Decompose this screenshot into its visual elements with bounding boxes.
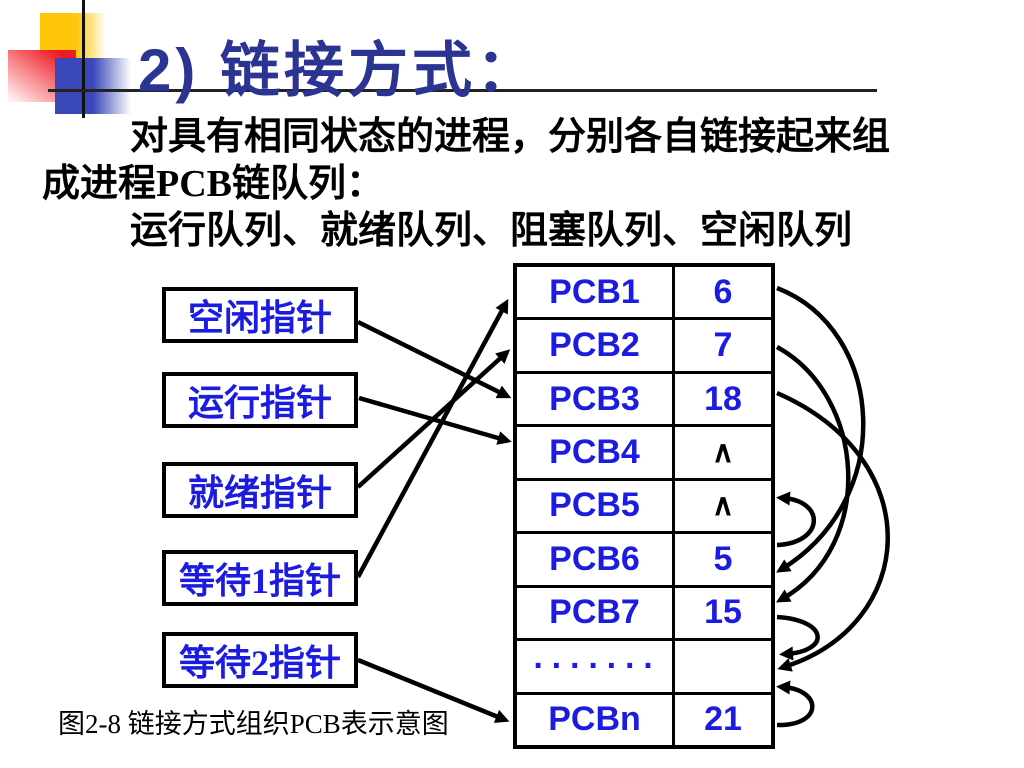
link-pcb2-to-pcb7 <box>775 345 851 603</box>
page-title: 2) 链接方式： <box>138 37 541 104</box>
title-underline <box>48 89 877 92</box>
arrow-ready-to-pcb2 <box>356 349 511 489</box>
pointer-box-label: 等待1指针 <box>178 561 341 601</box>
pcb-name-cell: PCB3 <box>517 373 675 425</box>
pcb-name-cell: PCB7 <box>517 587 675 639</box>
pcb-name-cell: PCB2 <box>517 320 675 371</box>
pcb-link-cell: ∧ <box>712 489 734 523</box>
link-pcb3-to-dots <box>776 390 890 672</box>
pointer-box-label: 空闲指针 <box>187 298 332 338</box>
pointer-box: 运行指针 <box>162 372 358 428</box>
pcb-link-cell: ∧ <box>712 436 734 470</box>
pcb-name-cell: PCB5 <box>517 480 675 532</box>
pcb-link-cell: 5 <box>713 539 733 578</box>
pcb-link-cell: 18 <box>704 379 742 418</box>
pointer-box: 等待1指针 <box>162 550 358 606</box>
table-row: PCB5 ∧ <box>517 477 771 532</box>
arrow-running-to-pcb4 <box>358 395 512 445</box>
pcb-name-cell: ······· <box>517 641 675 692</box>
pointer-box: 等待2指针 <box>162 632 358 688</box>
table-row: PCB1 6 <box>517 267 771 318</box>
pointer-box-label: 就绪指针 <box>187 473 332 513</box>
pointer-box: 空闲指针 <box>162 287 358 343</box>
table-row: PCB3 18 <box>517 370 771 425</box>
pointer-box-label: 运行指针 <box>187 383 332 423</box>
link-pcb1-to-pcb6 <box>776 285 866 573</box>
table-row: ······· <box>517 638 771 692</box>
pcb-link-cell: 15 <box>704 593 742 632</box>
table-row: PCB7 15 <box>517 584 771 639</box>
table-row: PCB2 7 <box>517 317 771 371</box>
link-pcb6-to-pcb5 <box>776 491 816 548</box>
pcb-link-cell: 21 <box>704 700 742 739</box>
pcb-name-cell: PCB1 <box>517 267 675 318</box>
paragraph-line-1: 对具有相同状态的进程，分别各自链接起来组 <box>130 116 891 158</box>
figure-caption: 图2-8 链接方式组织PCB表示意图 <box>58 709 449 739</box>
pcb-name-cell: PCBn <box>517 694 675 745</box>
pointer-box-label: 等待2指针 <box>178 643 341 683</box>
pcb-link-cell: 7 <box>713 326 733 365</box>
ornament-blue-square <box>55 58 131 114</box>
arrow-wait1-to-pcb1 <box>356 298 509 579</box>
table-row: PCB4 ∧ <box>517 424 771 478</box>
pcb-link-cell <box>675 641 771 691</box>
pointer-box: 就绪指针 <box>162 462 358 518</box>
body-paragraph: 对具有相同状态的进程，分别各自链接起来组 成进程PCB链队列： 运行队列、就绪队… <box>42 114 982 255</box>
pcb-link-cell: 6 <box>713 272 733 311</box>
ornament-vertical-line <box>82 0 85 118</box>
pcb-name-cell: PCB6 <box>517 534 675 585</box>
arrow-free-to-pcb3 <box>356 319 512 399</box>
paragraph-line-3: 运行队列、就绪队列、阻塞队列、空闲队列 <box>130 210 853 252</box>
link-pcb7-to-dots <box>776 614 820 661</box>
pcb-name-cell: PCB4 <box>517 427 675 478</box>
table-row: PCBn 21 <box>517 691 771 745</box>
paragraph-line-2: 成进程PCB链队列： <box>42 163 385 205</box>
table-row: PCB6 5 <box>517 531 771 585</box>
link-pcbn-to-dots <box>776 680 815 728</box>
